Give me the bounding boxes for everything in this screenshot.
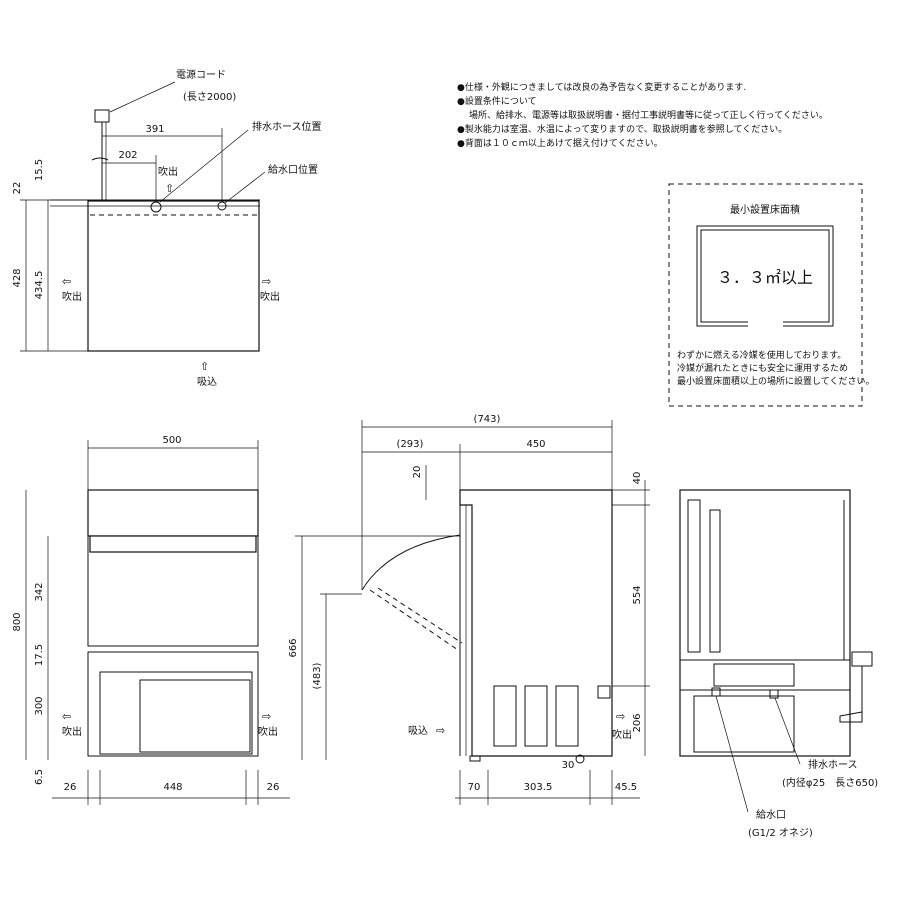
front-exhaust-left: 吹出 xyxy=(62,725,82,738)
side-intake-label: 吸込 xyxy=(408,725,428,737)
top-exhaust-right: 吹出 xyxy=(260,290,280,303)
dim-666: 666 xyxy=(288,638,299,657)
front-lower-panel xyxy=(87,651,259,757)
dim-743: (743) xyxy=(474,414,501,425)
side-port xyxy=(597,685,611,699)
caster-icon xyxy=(575,754,585,764)
dim-483: (483) xyxy=(312,662,323,689)
water-inlet-position-label: 給水口位置 xyxy=(268,163,318,176)
water-inlet-label: 給水口 xyxy=(756,808,786,821)
door-open-outline xyxy=(369,589,459,651)
min-area-title: 最小設置床面積 xyxy=(730,203,800,216)
dim-428: 428 xyxy=(12,268,23,287)
front-grill xyxy=(139,679,251,753)
dim-15-5: 15.5 xyxy=(34,159,45,181)
top-view-body xyxy=(87,200,260,352)
up-arrow-icon: ⇧ xyxy=(165,182,174,195)
front-left-arrow-icon: ⇦ xyxy=(62,710,71,723)
top-view: 電源コード (長さ2000) 排水ホース位置 給水口位置 391 202 吹出 … xyxy=(12,68,322,388)
water-inlet-spec: (G1/2 オネジ) xyxy=(748,827,813,839)
rear-view: 排水ホース (内径φ25 長さ650) 給水口 (G1/2 オネジ) xyxy=(679,489,878,839)
side-exhaust-arrow-icon: ⇨ xyxy=(616,710,625,723)
front-right-arrow-icon: ⇨ xyxy=(262,710,271,723)
dim-20: 20 xyxy=(412,466,423,479)
side-body xyxy=(459,489,613,757)
front-door-handle xyxy=(89,535,257,553)
dim-206: 206 xyxy=(632,713,643,732)
dim-70: 70 xyxy=(468,782,481,793)
dim-303-5: 303.5 xyxy=(524,782,553,793)
front-top-panel xyxy=(87,489,259,537)
dim-342: 342 xyxy=(34,582,45,601)
room-outline xyxy=(696,225,834,327)
power-cord-label: 電源コード xyxy=(176,68,226,81)
up-arrow-icon-intake: ⇧ xyxy=(200,360,209,373)
drain-hose-spec: (内径φ25 長さ650) xyxy=(782,776,878,789)
min-area-note-2: 冷媒が漏れたときにも安全に運用するため xyxy=(677,362,848,374)
power-plug-icon xyxy=(94,109,110,123)
drain-hose-position-label: 排水ホース位置 xyxy=(252,120,322,133)
dim-6-5: 6.5 xyxy=(34,769,45,785)
note-line-5: ●背面は１０ｃｍ以上あけて据え付けてください。 xyxy=(457,137,663,149)
drain-hose-port xyxy=(150,201,162,213)
spec-notes: ●仕様・外観につきましては改良の為予告なく変更することがあります. ●設置条件に… xyxy=(457,81,828,149)
dim-300: 300 xyxy=(34,696,45,715)
top-intake-label: 吸込 xyxy=(197,376,217,388)
rear-upper-grill xyxy=(713,663,795,687)
min-area-note-1: わずかに燃える冷媒を使用しております。 xyxy=(677,349,846,361)
power-cord-length: (長さ2000) xyxy=(183,91,236,103)
min-area-box: 最小設置床面積 ３．３㎡以上 わずかに燃える冷媒を使用しております。 冷媒が漏れ… xyxy=(668,183,874,407)
front-exhaust-right: 吹出 xyxy=(258,725,278,738)
note-line-2: ●設置条件について xyxy=(457,95,537,107)
dim-450: 450 xyxy=(526,439,545,450)
door-open-inner xyxy=(377,587,463,644)
dim-202: 202 xyxy=(118,150,137,161)
note-line-1: ●仕様・外観につきましては改良の為予告なく変更することがあります. xyxy=(457,81,746,93)
note-line-4: ●製氷能力は室温、水温によって変りますので、取扱説明書を参照してください。 xyxy=(457,123,787,135)
min-area-note-3: 最小設置床面積以上の場所に設置してください。 xyxy=(677,375,874,387)
note-line-3: 場所、給排水、電源等は取扱説明書・据付工事説明書等に従って正しく行ってください。 xyxy=(469,109,828,121)
dim-30: 30 xyxy=(562,760,575,771)
left-arrow-icon: ⇦ xyxy=(62,275,71,288)
water-inlet-port xyxy=(217,201,227,211)
side-grill-1 xyxy=(493,685,517,747)
side-grill-3 xyxy=(555,685,579,747)
dim-22: 22 xyxy=(12,182,23,195)
rear-body xyxy=(679,489,851,757)
dim-293: (293) xyxy=(397,439,424,450)
dim-391: 391 xyxy=(145,124,164,135)
rear-top-band xyxy=(679,659,851,691)
side-exhaust-label: 吹出 xyxy=(612,728,632,741)
dim-448: 448 xyxy=(163,782,182,793)
front-view: 500 800 342 17.5 300 6.5 26 448 26 ⇦ 吹出 … xyxy=(12,435,290,805)
top-exhaust-left: 吹出 xyxy=(62,290,82,303)
drain-hose-label: 排水ホース xyxy=(808,758,858,771)
dim-434-5: 434.5 xyxy=(34,271,45,300)
dim-45-5: 45.5 xyxy=(615,782,637,793)
drain-outlet-icon xyxy=(769,689,779,699)
door-swing-arc xyxy=(361,534,461,591)
dim-40: 40 xyxy=(632,472,643,485)
dim-17-5: 17.5 xyxy=(34,644,45,666)
dim-800: 800 xyxy=(12,612,23,631)
rear-lower-grill xyxy=(693,695,795,753)
side-grill-2 xyxy=(524,685,548,747)
dim-500: 500 xyxy=(162,435,181,446)
room-outline-inner xyxy=(700,229,830,323)
right-arrow-icon: ⇨ xyxy=(262,275,271,288)
rear-plug-icon xyxy=(851,651,873,667)
dim-554: 554 xyxy=(632,585,643,604)
top-exhaust-label: 吹出 xyxy=(158,165,178,178)
side-right-arrow-icon: ⇨ xyxy=(436,724,445,737)
front-louver-frame xyxy=(99,671,253,755)
dim-26-left: 26 xyxy=(64,782,77,793)
dim-26-right: 26 xyxy=(267,782,280,793)
side-view: (743) (293) 450 20 666 (483) xyxy=(288,414,650,805)
min-area-value: ３．３㎡以上 xyxy=(717,268,813,287)
